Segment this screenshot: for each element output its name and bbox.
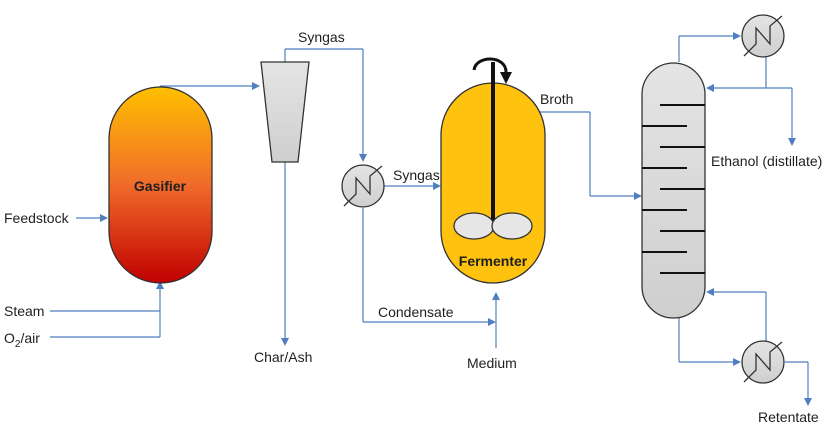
broth-stream [527, 111, 642, 200]
steam-o2-stream [50, 281, 164, 338]
condensate-stream [362, 208, 488, 323]
gasifier-label: Gasifier [134, 178, 187, 194]
o2-label-main: O [4, 330, 15, 346]
o2-air-label: O2/air [4, 330, 40, 350]
syngas-mid-label: Syngas [393, 167, 440, 183]
column-trays [642, 104, 705, 274]
retentate-label: Retentate [758, 409, 819, 425]
char-ash-stream [281, 162, 289, 346]
medium-stream [488, 292, 500, 348]
char-ash-label: Char/Ash [254, 349, 312, 365]
steam-label: Steam [4, 303, 44, 319]
o2-label-tail: /air [20, 330, 40, 346]
syngas-top-label: Syngas [298, 29, 345, 45]
bottoms-stream [678, 288, 812, 406]
o2-label-subscript: 2 [15, 339, 21, 350]
condenser-exchanger [741, 14, 785, 58]
rotation-arrow-icon [472, 57, 512, 84]
syngas-mid-stream [383, 182, 441, 190]
ethanol-label: Ethanol (distillate) [711, 153, 822, 169]
condensate-label: Condensate [378, 304, 454, 320]
syngas-top-stream [284, 48, 367, 162]
broth-label: Broth [540, 91, 573, 107]
cyclone-separator [260, 61, 310, 163]
feedstock-stream [76, 214, 108, 222]
syngas-cooler-exchanger [341, 164, 385, 208]
reboiler-exchanger [741, 340, 785, 384]
overhead-stream [678, 32, 796, 146]
fermenter-vessel [440, 57, 546, 284]
impeller-icon [453, 212, 533, 240]
gasifier-vessel [108, 86, 213, 284]
feedstock-label: Feedstock [4, 210, 70, 226]
fermenter-label: Fermenter [459, 253, 528, 269]
distillation-column [641, 62, 706, 319]
medium-label: Medium [467, 355, 517, 371]
